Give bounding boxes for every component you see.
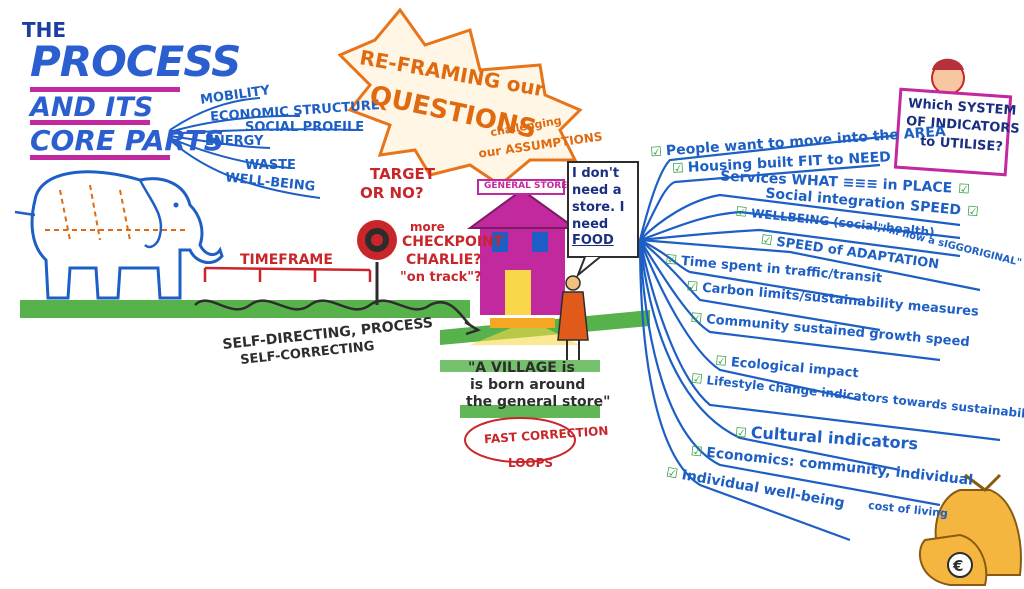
core-part-waste: WASTE: [245, 158, 296, 173]
check-icon: ☑: [966, 204, 980, 221]
speech-line-5: FOOD: [572, 233, 614, 248]
speech-line-2: need a: [572, 183, 622, 198]
check-icon: ☑: [664, 252, 678, 269]
check-icon: ☑: [690, 371, 704, 388]
check-icon: ☑: [685, 279, 699, 296]
money-bag-icon: €: [918, 473, 1022, 586]
speech-bubble: [567, 161, 639, 258]
ground-strip: [460, 405, 600, 418]
check-icon: ☑: [734, 204, 748, 221]
village-quote-2: is born around: [470, 377, 586, 393]
check-icon: ☑: [689, 310, 703, 327]
presenter-icon: [893, 58, 1013, 177]
checkpoint-charlie: CHARLIE?: [406, 252, 482, 268]
core-part-energy: ENERGY: [205, 134, 264, 149]
title-underline: [30, 155, 170, 160]
title-process: PROCESS: [30, 37, 241, 86]
check-icon: ☑: [759, 232, 774, 250]
title-underline: [30, 87, 180, 92]
general-store-icon: [466, 179, 580, 345]
svg-text:€: €: [952, 557, 963, 575]
target-icon: [357, 220, 397, 305]
core-part-social-profile: SOCIAL PROFILE: [245, 120, 365, 135]
process-path: [194, 299, 471, 326]
store-sign: GENERAL STORE: [484, 181, 568, 191]
checkpoint-more: more: [410, 220, 445, 234]
check-icon: ☑: [664, 465, 680, 483]
check-icon: ☑: [689, 444, 704, 461]
timeframe-bracket: [203, 266, 372, 282]
core-parts-fan-lines: [169, 97, 361, 199]
checkpoint-on-track: "on track"?: [400, 270, 482, 285]
village-quote-3: the general store": [466, 394, 611, 410]
check-icon: ☑: [649, 144, 663, 161]
elephant-icon: [14, 170, 224, 300]
title-core-parts: CORE PARTS: [30, 124, 224, 157]
timeframe-label: TIMEFRAME: [240, 252, 333, 268]
person-icon: [557, 275, 589, 360]
check-icon: ☑: [957, 181, 971, 198]
check-icon: ☑: [734, 425, 748, 442]
speech-line-4: need: [572, 217, 609, 232]
target-or-no-label: OR NO?: [360, 184, 424, 202]
indicators-fan-lines: [638, 133, 1001, 542]
title-underline: [30, 120, 150, 125]
check-icon: ☑: [714, 353, 728, 370]
title-and-its: AND ITS: [30, 92, 154, 123]
burst-shape: [337, 7, 583, 187]
ground-strip: [440, 360, 600, 372]
correction-loop: [464, 417, 576, 463]
title-the: THE: [22, 18, 67, 42]
target-label: TARGET: [370, 165, 436, 183]
speech-line-1: I don't: [572, 166, 620, 181]
checkpoint-label: CHECKPOINT: [402, 234, 504, 250]
fast-correction-loops-label: LOOPS: [508, 456, 554, 470]
check-icon: ☑: [671, 161, 685, 177]
speech-line-3: store. I: [572, 200, 625, 215]
village-quote-1: "A VILLAGE is: [468, 360, 575, 376]
